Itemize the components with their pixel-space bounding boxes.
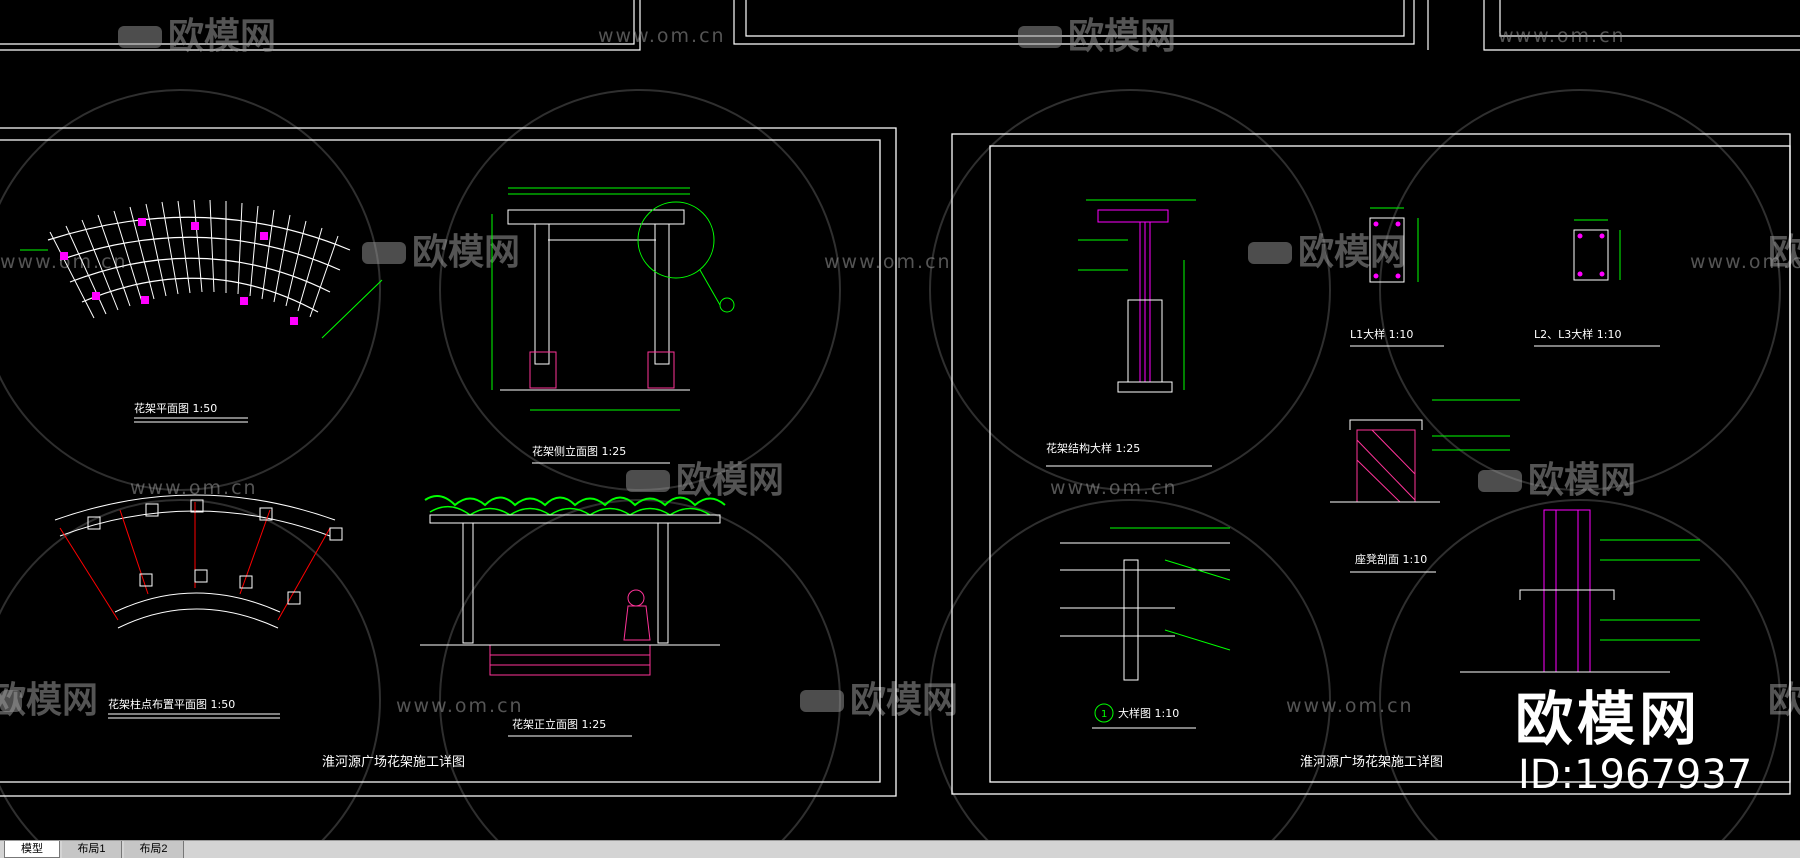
watermark-logo-icon	[0, 26, 1522, 712]
watermark-url: www.om.cn	[130, 477, 258, 499]
drawing-caption: 花架侧立面图 1:25	[532, 444, 626, 458]
watermark-url: www.om.cn	[0, 251, 128, 273]
column-layout-plan-drawing: 花架柱点布置平面图 1:50	[54, 494, 343, 719]
tab-layout1[interactable]: 布局1	[62, 841, 122, 858]
watermark-logo-text: 欧模网	[1528, 460, 1636, 501]
watermark-url: www.om.cn	[824, 251, 952, 273]
brand-logo: 欧模网	[1515, 685, 1702, 753]
column-base-detail-drawing	[1460, 509, 1700, 673]
drawing-sheet-1: 花架平面图 1:50 花架侧立面图 1:25	[0, 127, 897, 797]
drawing-caption: 大样图 1:10	[1118, 706, 1179, 720]
watermark-url: www.om.cn	[1286, 695, 1414, 717]
sheet-footer-title: 淮河源广场花架施工详图	[322, 754, 465, 770]
l2-l3-detail-drawing: L2、L3大样 1:10	[1534, 219, 1660, 347]
drawing-caption: L2、L3大样 1:10	[1534, 327, 1621, 341]
drawing-caption: 座凳剖面 1:10	[1355, 552, 1427, 566]
watermark-logo-text: 欧模网	[850, 680, 958, 721]
watermark-logo-text: 欧模网	[1068, 16, 1176, 57]
sheet-footer-title: 淮河源广场花架施工详图	[1300, 754, 1443, 770]
watermark-logo-text: 欧模网	[0, 680, 98, 721]
bench-section-drawing: 座凳剖面 1:10	[1330, 399, 1520, 573]
layout-tab-bar: 模型 布局1 布局2	[0, 840, 1800, 858]
watermark-logo-text: 欧模网	[412, 232, 520, 273]
watermark-url: www.om.cn	[396, 695, 524, 717]
watermark-url: www.om.cn	[1050, 477, 1178, 499]
watermark-url: www.om.cn	[1498, 25, 1626, 47]
drawing-caption: 花架柱点布置平面图 1:50	[108, 697, 235, 711]
front-elevation-drawing: 花架正立面图 1:25	[420, 495, 726, 737]
watermark-url: www.om.cn	[1690, 251, 1800, 273]
drawing-sheet-2: 花架结构大样 1:25 L1大样 1:10 L2、L3大样 1:10	[951, 133, 1791, 795]
plan-view-drawing: 花架平面图 1:50	[20, 199, 383, 423]
structure-detail-drawing: 花架结构大样 1:25	[1046, 199, 1212, 467]
drawing-caption: 花架平面图 1:50	[134, 402, 217, 415]
side-elevation-drawing: 花架侧立面图 1:25	[491, 187, 735, 464]
drawing-caption: 花架正立面图 1:25	[512, 717, 606, 731]
detail-marker-number: 1	[1101, 709, 1107, 720]
watermark-layer: 欧模网 欧模网 欧模网 欧模网 欧模网 欧模网 欧模网 欧模网 欧模网 欧模网 …	[0, 16, 1800, 858]
joint-detail-drawing: 1 大样图 1:10	[1060, 527, 1231, 729]
drawing-caption: 花架结构大样 1:25	[1046, 441, 1140, 455]
watermark-logo-text: 欧模网	[1768, 232, 1800, 273]
drawing-caption: L1大样 1:10	[1350, 327, 1413, 341]
model-id-label: ID:1967937	[1518, 752, 1753, 798]
watermark-logo-text: 欧模网	[1298, 232, 1406, 273]
tab-layout2[interactable]: 布局2	[124, 841, 184, 858]
watermark-logo-text: 欧模网	[676, 460, 784, 501]
top-partial-frames	[0, 0, 1800, 51]
watermark-url: www.om.cn	[598, 25, 726, 47]
tab-model[interactable]: 模型	[4, 841, 60, 858]
watermark-logo-text: 欧模网	[168, 16, 276, 57]
l1-detail-drawing: L1大样 1:10	[1350, 207, 1444, 347]
detail-marker-icon	[1094, 703, 1114, 723]
watermark-logo-text: 欧模网	[1768, 680, 1800, 721]
